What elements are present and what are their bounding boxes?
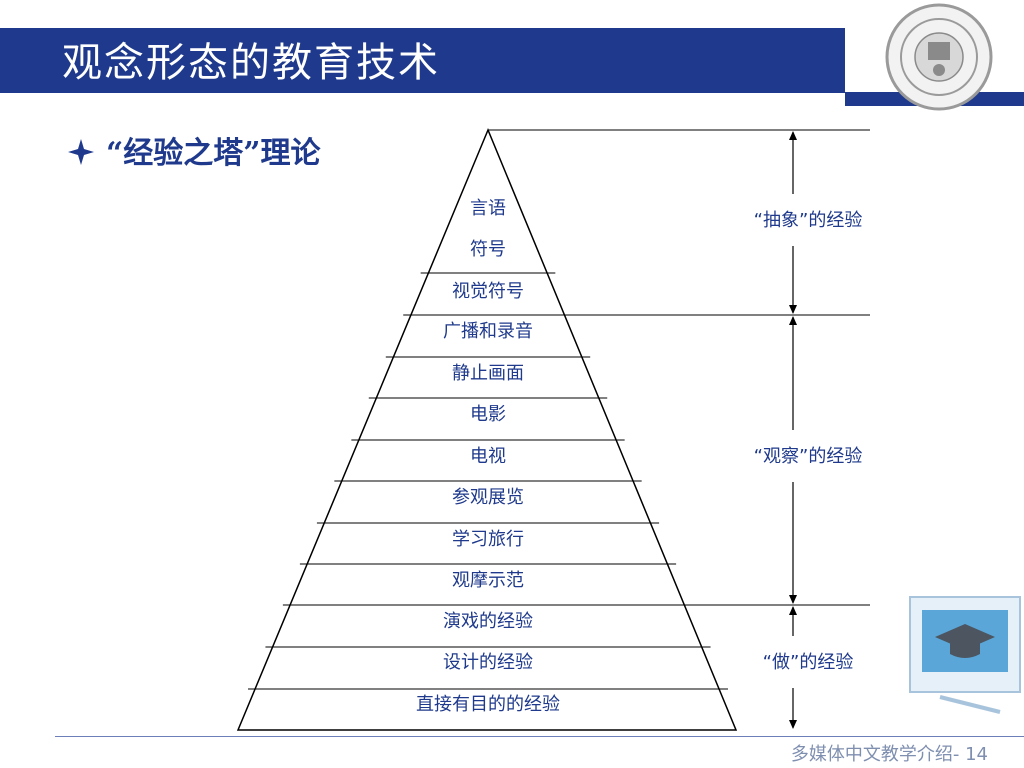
arrow-head-down-icon xyxy=(789,305,797,314)
pyramid-level-labels: 言语符号视觉符号广播和录音静止画面电影电视参观展览学习旅行观摩示范演戏的经验设计… xyxy=(416,198,560,715)
bullet-heading: “经验之塔”理论 xyxy=(66,128,321,172)
pyramid-level-label: 学习旅行 xyxy=(452,529,524,550)
pyramid-outline xyxy=(236,128,870,731)
arrow-head-up-icon xyxy=(789,606,797,615)
title-bar xyxy=(0,28,845,93)
experience-group-label: “观察”的经验 xyxy=(754,446,863,467)
experience-group-label: “抽象”的经验 xyxy=(754,210,863,231)
pyramid-level-label: 演戏的经验 xyxy=(443,611,533,632)
footer-text: 多媒体中文教学介绍 xyxy=(790,744,953,765)
pyramid-level-label: 电视 xyxy=(470,446,506,467)
pyramid-level-label: 静止画面 xyxy=(452,363,524,384)
group-arrows xyxy=(789,131,797,729)
arrow-head-up-icon xyxy=(789,316,797,325)
pyramid-level-label: 电影 xyxy=(470,404,506,425)
pyramid-level-label: 设计的经验 xyxy=(443,652,533,673)
pyramid-level-label: 参观展览 xyxy=(452,487,524,508)
pyramid-dividers xyxy=(248,272,728,690)
experience-group-label: “做”的经验 xyxy=(763,652,854,673)
group-boundary-lines xyxy=(564,314,870,606)
footer-divider xyxy=(55,736,1024,737)
page-number: - 14 xyxy=(952,744,988,765)
pyramid-level-label: 视觉符号 xyxy=(452,281,524,302)
pyramid-level-label: 言语 xyxy=(470,198,506,219)
computer-graduation-cap-icon xyxy=(909,596,1021,714)
arrow-head-up-icon xyxy=(789,131,797,140)
arrow-head-down-icon xyxy=(789,595,797,604)
diamond-bullet-icon xyxy=(68,139,94,165)
experience-group-labels: “抽象”的经验 “观察”的经验 “做”的经验 xyxy=(754,210,863,673)
university-seal-logo xyxy=(885,3,993,111)
pyramid-level-label: 广播和录音 xyxy=(443,321,533,342)
slide-title: 观念形态的教育技术 xyxy=(62,40,440,86)
bullet-text: “经验之塔”理论 xyxy=(106,136,321,171)
arrow-head-down-icon xyxy=(789,720,797,729)
pyramid-level-label: 直接有目的的经验 xyxy=(416,694,560,715)
pyramid-level-label: 符号 xyxy=(470,239,506,260)
footer: 多媒体中文教学介绍- 14 xyxy=(791,740,988,766)
pyramid-level-label: 观摩示范 xyxy=(452,570,524,591)
